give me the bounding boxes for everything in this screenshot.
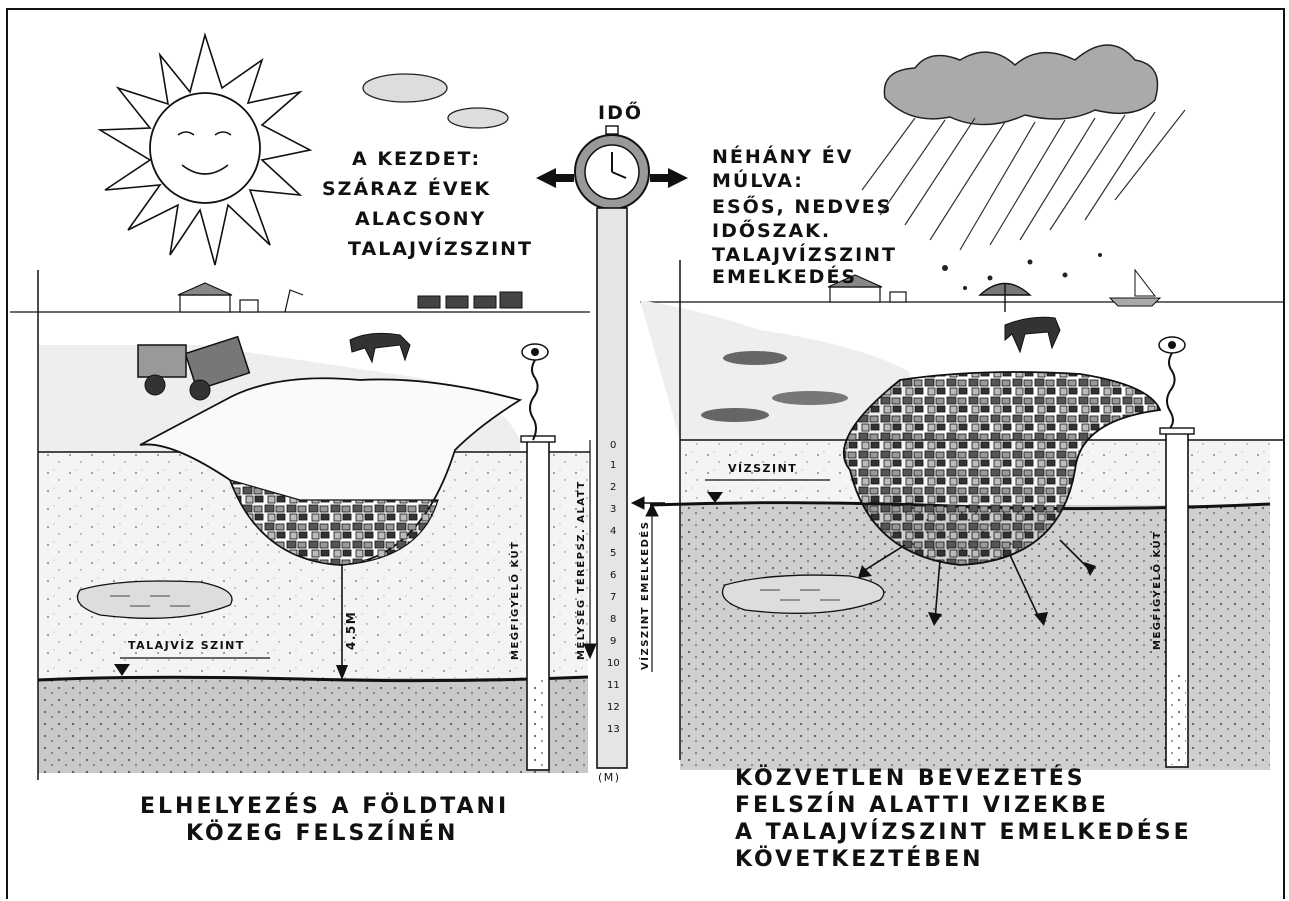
left-caption-line2: KÖZEG FELSZÍNÉN — [186, 822, 458, 845]
depth-tick: 10 — [607, 659, 620, 670]
depth-tick: 9 — [610, 637, 616, 648]
train-icon — [418, 292, 522, 308]
left-caption-line1: ELHELYEZÉS A FÖLDTANI — [140, 795, 509, 818]
horse-icon — [350, 333, 410, 362]
right-well-label: MEGFIGYELŐ KÚT — [1152, 531, 1163, 650]
left-heading-line2: SZÁRAZ ÉVEK — [322, 180, 491, 200]
eye-icon-right — [1159, 337, 1185, 428]
rain-cloud-icon — [862, 45, 1185, 290]
right-caption-line4: KÖVETKEZTÉBEN — [735, 848, 984, 871]
groundwater-label: TALAJVÍZ SZINT — [128, 640, 245, 652]
stopwatch-icon — [575, 126, 649, 209]
depth-tick: 0 — [610, 441, 616, 452]
left-ground — [10, 270, 590, 780]
left-heading-line1: A KEZDET: — [352, 150, 481, 170]
depth-tick: 1 — [610, 461, 616, 472]
right-heading-line2: MÚLVA: — [712, 172, 804, 192]
sun-icon — [100, 35, 310, 265]
right-heading-line3: ESŐS, NEDVES — [712, 198, 892, 218]
umbrella-icon — [980, 284, 1030, 313]
right-heading-line1: NÉHÁNY ÉV — [712, 148, 853, 168]
depth-tick: 12 — [607, 703, 620, 714]
farmhouse-icon — [178, 283, 303, 312]
clock-title: IDŐ — [598, 104, 643, 124]
right-caption-line2: FELSZÍN ALATTI VIZEKBE — [735, 794, 1109, 817]
depth-tick: 4 — [610, 527, 616, 538]
left-heading-line4: TALAJVÍZSZINT — [348, 240, 533, 260]
depth-tick: 13 — [607, 725, 620, 736]
depth-tick: 3 — [610, 505, 616, 516]
depth-tick: 11 — [607, 681, 620, 692]
depth-axis-label: MÉLYSÉG TEREPSZ. ALATT — [576, 480, 587, 660]
right-ground — [640, 260, 1285, 770]
depth-tick: 8 — [610, 615, 616, 626]
depth-tick: 5 — [610, 549, 616, 560]
unit-label: (M) — [598, 772, 621, 784]
right-caption-line1: KÖZVETLEN BEVEZETÉS — [735, 767, 1086, 790]
depth-label: 4.5M — [344, 611, 358, 650]
right-heading-line6: EMELKEDÉS — [712, 268, 857, 288]
left-well-label: MEGFIGYELŐ KÚT — [510, 541, 521, 660]
cloud-icon — [363, 74, 508, 128]
water-level-label: VÍZSZINT — [728, 463, 797, 475]
depth-tick: 2 — [610, 483, 616, 494]
rise-label: VÍZSZINT EMELKEDÉS — [640, 521, 651, 670]
depth-tick: 7 — [610, 593, 616, 604]
depth-tick: 6 — [610, 571, 616, 582]
left-heading-line3: ALACSONY — [355, 210, 486, 230]
sailboat-icon — [1110, 270, 1160, 306]
right-heading-line4: IDŐSZAK. — [712, 222, 831, 242]
eye-icon — [522, 344, 548, 440]
right-heading-line5: TALAJVÍZSZINT — [712, 246, 897, 266]
right-caption-line3: A TALAJVÍZSZINT EMELKEDÉSE — [735, 821, 1192, 844]
horse-icon-right — [1005, 317, 1060, 352]
